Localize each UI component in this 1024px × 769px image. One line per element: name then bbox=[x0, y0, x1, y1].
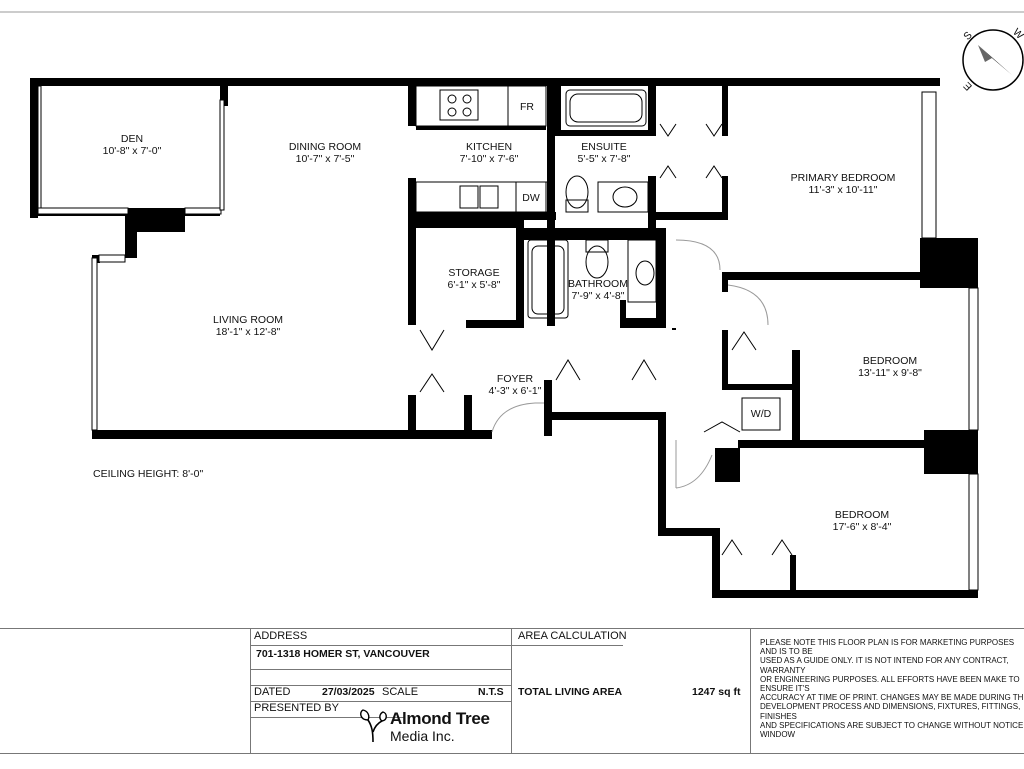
room-bedroom1-name: BEDROOM bbox=[862, 355, 918, 367]
room-foyer: FOYER 4'-3" x 6'-1" bbox=[489, 373, 542, 397]
room-kitchen-name: KITCHEN bbox=[465, 141, 513, 153]
room-bedroom2-dim: 17'-6" x 8'-4" bbox=[832, 521, 892, 533]
washer-dryer-label: W/D bbox=[750, 408, 772, 420]
divider bbox=[250, 629, 251, 753]
room-ensuite-name: ENSUITE bbox=[581, 141, 627, 153]
fridge-label: FR bbox=[520, 101, 534, 113]
divider bbox=[750, 629, 751, 753]
dishwasher-label: DW bbox=[522, 192, 540, 204]
room-kitchen: KITCHEN 7'-10" x 7'-6" bbox=[460, 141, 519, 165]
compass bbox=[962, 29, 1024, 91]
room-dining-name: DINING ROOM bbox=[288, 141, 362, 153]
divider bbox=[511, 629, 512, 753]
total-living-area-label: TOTAL LIVING AREA bbox=[518, 686, 623, 698]
room-ensuite: ENSUITE 5'-5" x 7'-8" bbox=[578, 141, 631, 165]
divider bbox=[250, 717, 405, 718]
room-storage-name: STORAGE bbox=[448, 267, 500, 279]
room-den: DEN 10'-8" x 7'-0" bbox=[103, 133, 162, 157]
divider bbox=[250, 645, 511, 646]
title-block bbox=[0, 628, 1024, 769]
kitchen-fixtures bbox=[415, 85, 549, 213]
logo-line-2: Media Inc. bbox=[390, 728, 455, 744]
room-bedroom1-dim: 13'-11" x 9'-8" bbox=[858, 367, 922, 379]
room-living-name: LIVING ROOM bbox=[212, 314, 284, 326]
area-calculation-label: AREA CALCULATION bbox=[518, 630, 627, 642]
walls bbox=[30, 78, 978, 598]
scale-value: N.T.S bbox=[478, 686, 504, 698]
room-dining-dim: 10'-7" x 7'-5" bbox=[295, 153, 355, 165]
room-den-name: DEN bbox=[120, 133, 144, 145]
room-kitchen-dim: 7'-10" x 7'-6" bbox=[459, 153, 519, 165]
windows bbox=[37, 85, 979, 591]
disclaimer-text: PLEASE NOTE THIS FLOOR PLAN IS FOR MARKE… bbox=[760, 638, 1024, 740]
scale-label: SCALE bbox=[382, 686, 419, 698]
logo-line-1: Almond Tree bbox=[390, 709, 490, 728]
bathroom-fixtures bbox=[527, 239, 657, 319]
room-primary-bedroom: PRIMARY BEDROOM 11'-3" x 10'-11" bbox=[791, 172, 896, 196]
divider bbox=[0, 753, 1024, 754]
room-storage: STORAGE 6'-1" x 5'-8" bbox=[448, 267, 501, 291]
room-foyer-dim: 4'-3" x 6'-1" bbox=[488, 385, 542, 397]
closet-door-marks bbox=[419, 123, 793, 556]
dated-label: DATED bbox=[254, 686, 291, 698]
room-den-dim: 10'-8" x 7'-0" bbox=[102, 145, 162, 157]
ceiling-height-note: CEILING HEIGHT: 8'-0" bbox=[93, 468, 204, 480]
door-swings bbox=[491, 239, 769, 489]
room-storage-dim: 6'-1" x 5'-8" bbox=[447, 279, 501, 291]
dated-value: 27/03/2025 bbox=[322, 686, 375, 698]
floor-plan bbox=[0, 11, 1024, 598]
presented-by-label: PRESENTED BY bbox=[254, 702, 339, 714]
address-label: ADDRESS bbox=[254, 630, 308, 642]
room-living: LIVING ROOM 18'-1" x 12'-8" bbox=[213, 314, 283, 338]
room-bedroom-2: BEDROOM 17'-6" x 8'-4" bbox=[833, 509, 892, 533]
room-primary-dim: 11'-3" x 10'-11" bbox=[808, 184, 878, 196]
washer-dryer-outline bbox=[741, 397, 781, 431]
room-ensuite-dim: 5'-5" x 7'-8" bbox=[577, 153, 631, 165]
room-dining: DINING ROOM 10'-7" x 7'-5" bbox=[289, 141, 361, 165]
address-value: 701-1318 HOMER ST, VANCOUVER bbox=[256, 648, 430, 660]
room-bathroom-name: BATHROOM bbox=[568, 278, 628, 290]
room-bedroom-1: BEDROOM 13'-11" x 9'-8" bbox=[858, 355, 922, 379]
room-living-dim: 18'-1" x 12'-8" bbox=[215, 326, 281, 338]
almond-tree-logo-icon bbox=[360, 709, 387, 743]
divider bbox=[250, 685, 511, 686]
room-bathroom: BATHROOM 7'-9" x 4'-8" bbox=[568, 278, 628, 302]
ensuite-fixtures bbox=[565, 89, 649, 213]
dishwasher-outline bbox=[515, 181, 547, 213]
divider bbox=[511, 645, 623, 646]
fridge-outline bbox=[507, 85, 547, 127]
room-foyer-name: FOYER bbox=[496, 373, 534, 385]
divider bbox=[250, 669, 511, 670]
room-primary-name: PRIMARY BEDROOM bbox=[790, 172, 896, 184]
room-bedroom2-name: BEDROOM bbox=[834, 509, 890, 521]
divider bbox=[250, 701, 511, 702]
total-living-area-value: 1247 sq ft bbox=[692, 686, 741, 698]
room-bathroom-dim: 7'-9" x 4'-8" bbox=[571, 290, 625, 302]
